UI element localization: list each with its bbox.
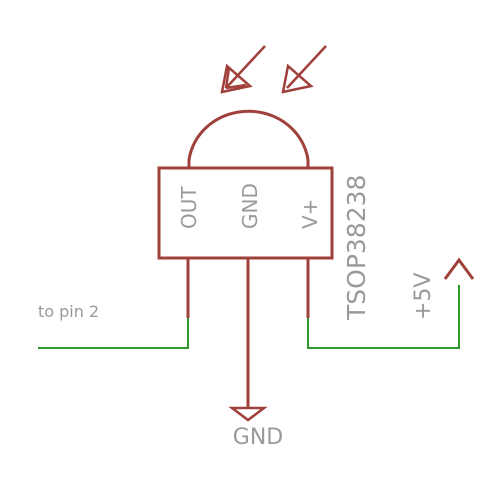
pin-vcc-label: V+ (298, 199, 322, 229)
component-body (157, 166, 334, 260)
light-arrow-icon-left (220, 45, 266, 94)
ground-symbol-icon (228, 406, 268, 422)
signal-wire (38, 318, 189, 349)
part-number-label: TSOP38238 (342, 175, 371, 321)
supply-wire (307, 285, 460, 349)
supply-arrow-icon (443, 257, 475, 280)
ir-receiver-component (157, 45, 475, 422)
sensor-dome (187, 109, 310, 168)
ground-net-label: GND (233, 425, 283, 450)
pin-out-label: OUT (177, 186, 201, 229)
supply-net-label: +5V (411, 273, 436, 320)
signal-net-label: to pin 2 (38, 302, 99, 321)
light-arrow-icon-right (281, 45, 327, 94)
pin-gnd-label: GND (238, 183, 262, 229)
